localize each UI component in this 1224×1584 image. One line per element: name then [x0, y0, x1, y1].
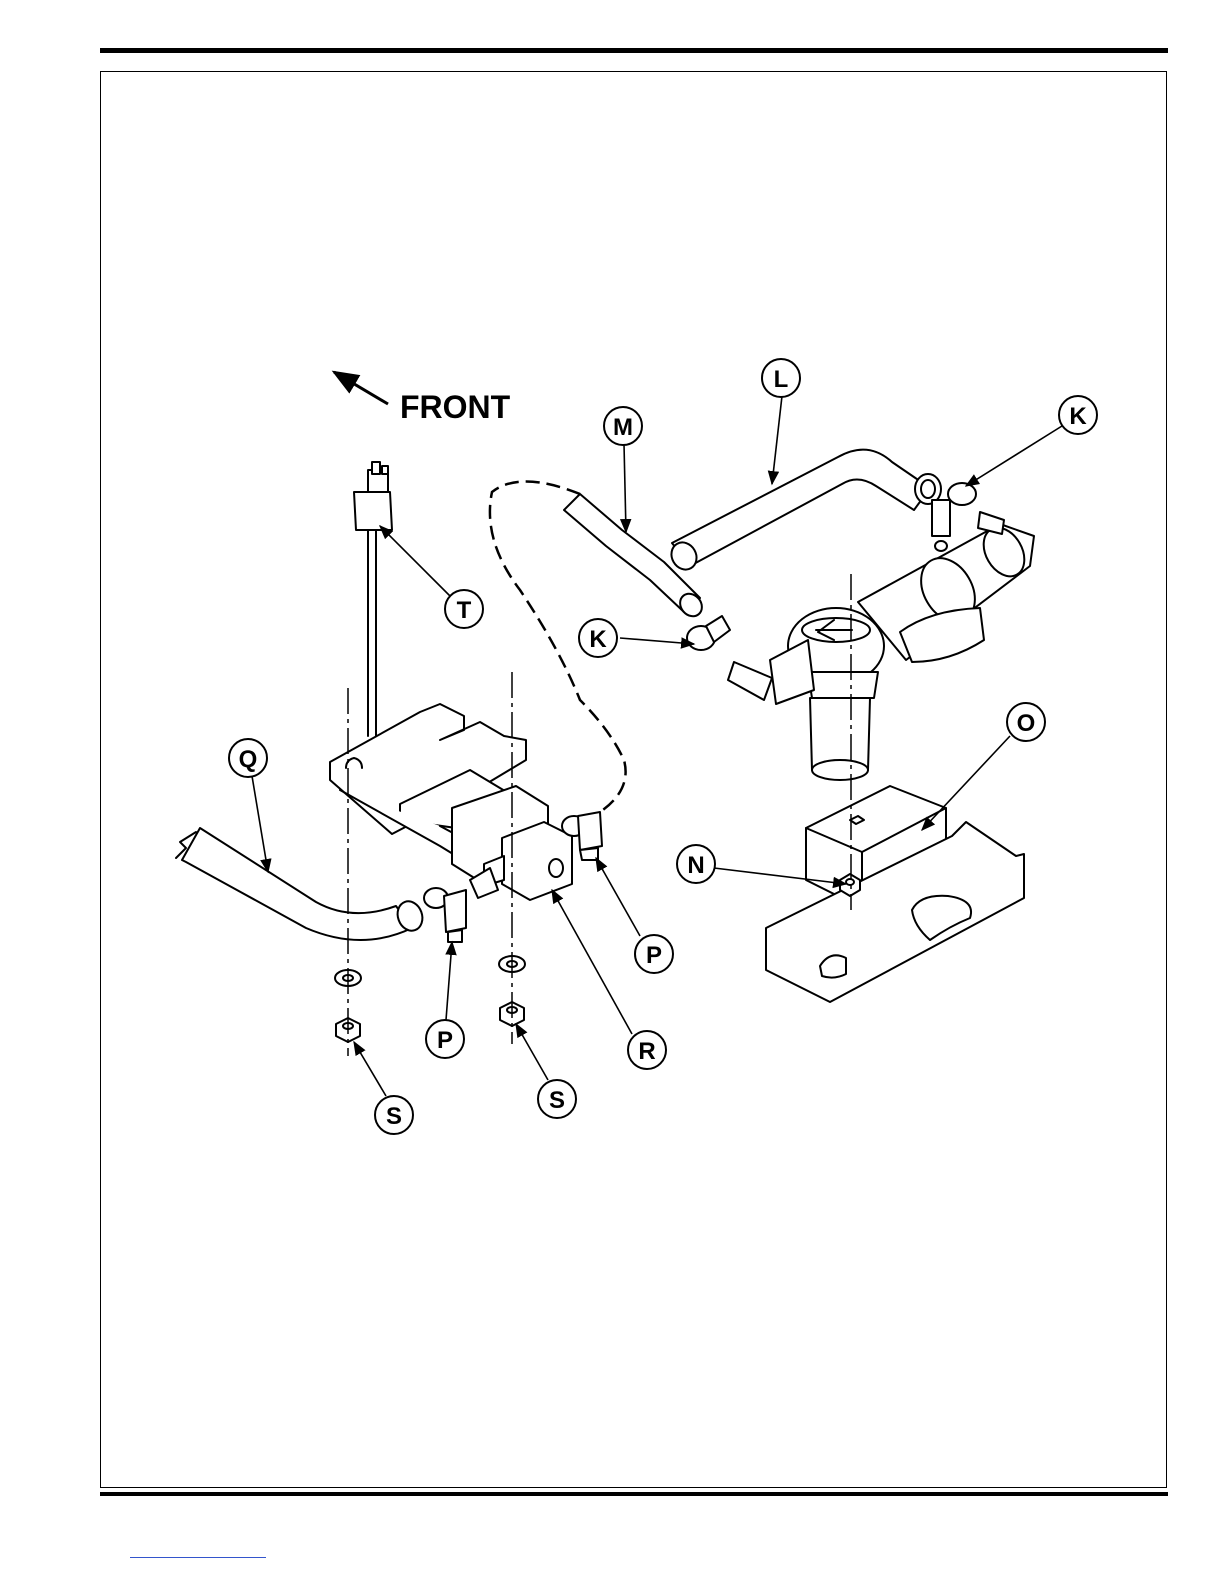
callout-n: N: [677, 845, 715, 883]
callout-m: M: [604, 407, 642, 445]
svg-text:K: K: [589, 626, 607, 653]
callout-t: T: [445, 590, 483, 628]
svg-text:P: P: [646, 942, 662, 969]
svg-text:K: K: [1069, 403, 1087, 430]
filter-valve-assembly: [728, 512, 1034, 780]
clamp-k-middle: [687, 616, 730, 650]
front-label: FRONT: [400, 389, 511, 425]
svg-text:Q: Q: [239, 746, 258, 773]
callout-s-right: S: [538, 1080, 576, 1118]
callout-o: O: [1007, 703, 1045, 741]
front-direction-indicator: FRONT: [334, 372, 511, 425]
callout-p-left: P: [426, 1020, 464, 1058]
svg-text:O: O: [1017, 710, 1036, 737]
svg-text:R: R: [638, 1038, 655, 1065]
hose-l: [667, 450, 941, 575]
svg-text:N: N: [687, 852, 704, 879]
callout-l: L: [762, 359, 800, 397]
connector-t: [354, 462, 392, 736]
callout-r: R: [628, 1031, 666, 1069]
callout-k-upper: K: [1059, 396, 1097, 434]
bracket-o: [766, 786, 1024, 1002]
svg-text:T: T: [457, 597, 472, 624]
svg-text:P: P: [437, 1027, 453, 1054]
svg-text:L: L: [774, 366, 789, 393]
svg-text:S: S: [549, 1087, 565, 1114]
callout-k-middle: K: [579, 619, 617, 657]
callout-p-right: P: [635, 935, 673, 973]
nut-n: [840, 874, 860, 896]
hose-q: [176, 828, 426, 940]
clamp-p-lower: [424, 888, 466, 942]
callout-q: Q: [229, 739, 267, 777]
svg-text:M: M: [613, 414, 633, 441]
svg-text:S: S: [386, 1103, 402, 1130]
callout-s-left: S: [375, 1096, 413, 1134]
front-arrow-icon: [334, 372, 388, 404]
